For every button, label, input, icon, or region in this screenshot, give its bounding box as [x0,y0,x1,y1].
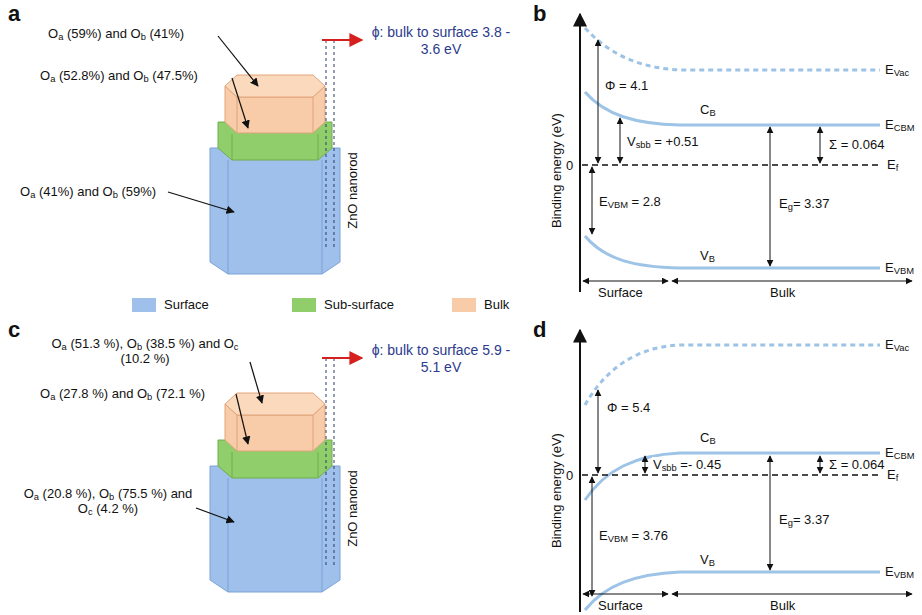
band-name: VB [700,248,715,263]
energy-label: Φ = 4.1 [604,78,649,93]
rod-label: ZnO nanorod [344,470,359,547]
region-label: Surface [598,598,643,613]
energy-label: Eg= 3.37 [778,512,830,527]
panel-letter: b [533,2,546,26]
legend-swatch [292,298,316,312]
energy-label: Σ = 0.064 [828,137,885,152]
oxygen-ratio: Oa (52.8%) and Ob (47.5%) [40,68,198,83]
legend-text: Sub-surface [324,297,394,312]
axis-zero: 0 [566,468,573,483]
band-diagram-b [580,14,912,292]
oxygen-ratio: Oa (20.8 %), Ob (75.5 %) and Oc (4.2 %) [20,486,196,516]
level-name: EVBM [885,260,914,275]
level-name: EVac [885,337,909,352]
level-name: Ef [887,157,898,172]
legend-swatch [132,298,156,312]
band-name: VB [700,552,715,567]
rod-label: ZnO nanorod [344,152,359,229]
oxygen-ratio: Oa (59%) and Ob (41%) [48,26,184,41]
panel-letter: a [8,2,20,26]
axis-zero: 0 [566,158,573,173]
region-label: Surface [598,285,643,300]
band-name: CB [700,430,716,445]
energy-label: EVBM = 2.8 [598,194,662,209]
level-name: EVac [885,62,909,77]
band-name: CB [700,102,716,117]
energy-label: Φ = 5.4 [606,400,651,415]
leader-lines [168,36,262,522]
axis-title: Binding energy (eV) [549,113,564,228]
energy-label: Σ = 0.064 [828,457,885,472]
level-name: ECBM [885,445,914,460]
oxygen-ratio: Oa (41%) and Ob (59%) [20,184,156,199]
axis-title: Binding energy (eV) [549,433,564,548]
band-diagram-d [580,330,912,612]
region-label: Bulk [770,598,795,613]
level-name: Ef [887,467,898,482]
energy-label: Vsbb =- 0.45 [652,457,722,472]
energy-label: Vsbb = +0.51 [626,134,699,149]
panel-letter: d [533,318,546,342]
legend-text: Surface [164,297,209,312]
work-function-note: ϕ: bulk to surface 3.8 - 3.6 eV [366,24,516,58]
region-label: Bulk [770,285,795,300]
level-name: ECBM [885,117,914,132]
legend-swatch [452,298,476,312]
panel-letter: c [8,318,20,342]
work-function-note: ϕ: bulk to surface 5.9 - 5.1 eV [366,342,516,376]
oxygen-ratio: Oa (27.8 %) and Ob (72.1 %) [40,386,205,401]
energy-label: Eg= 3.37 [778,196,830,211]
oxygen-ratio: Oa (51.3 %), Ob (38.5 %) and Oc (10.2 %) [40,336,250,366]
zno-nanorod [210,40,362,274]
legend-text: Bulk [484,297,509,312]
energy-label: EVBM = 3.76 [598,528,669,543]
level-name: EVBM [885,564,914,579]
